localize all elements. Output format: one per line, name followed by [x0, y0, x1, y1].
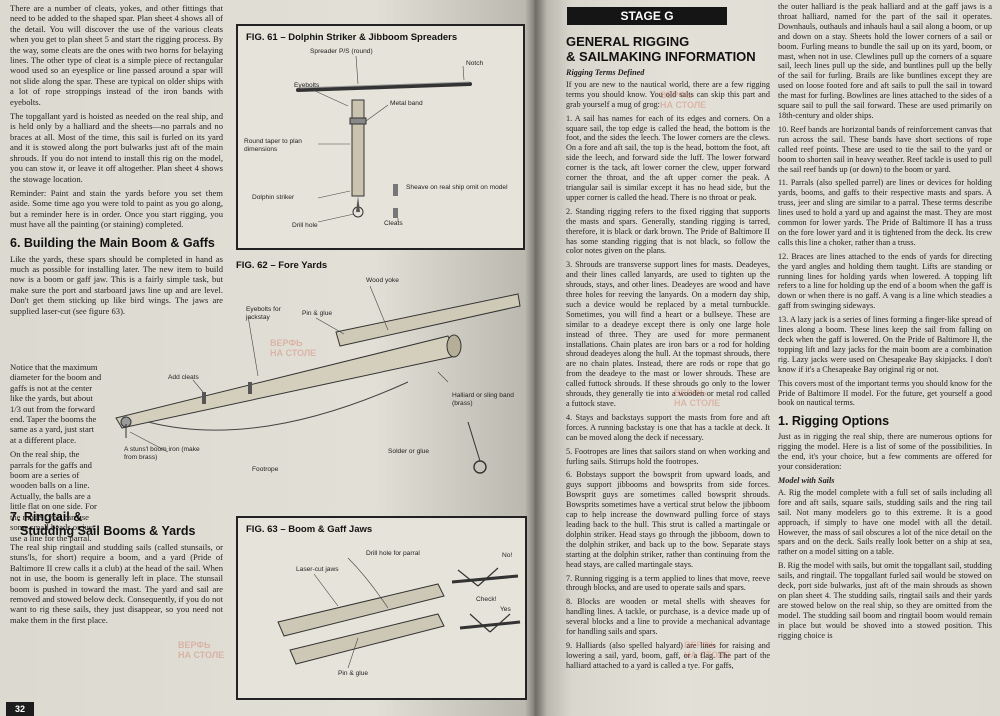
paragraph: 10. Reef bands are horizontal bands of r… — [778, 124, 992, 174]
fig61-label-sheave: Sheave on real ship omit on model — [406, 184, 508, 191]
fig62-label-solder: Solder or glue — [388, 448, 430, 455]
fig61-label-eyebolts: Eyebolts — [294, 82, 320, 89]
paragraph: 11. Parrals (also spelled parrel) are li… — [778, 178, 992, 247]
fig62-label-add-cleats: Add cleats — [168, 374, 199, 381]
paragraph: 1. A sail has names for each of its edge… — [566, 113, 770, 202]
section-heading-6: 6. Building the Main Boom & Gaffs — [10, 235, 215, 250]
paragraph: This covers most of the important terms … — [778, 378, 992, 408]
fig63-label-no: No! — [502, 552, 513, 559]
fig61-label-drill-hole: Drill hole — [292, 222, 318, 229]
paragraph: 8. Blocks are wooden or metal shells wit… — [566, 597, 770, 637]
fig63-label-drill-hole: Drill hole for parral — [366, 550, 420, 557]
paragraph: Notice that the maximum diameter for the… — [10, 362, 102, 445]
paragraph: B. Rig the model with sails, but omit th… — [778, 561, 992, 640]
left-column-section7: 7. Ringtail & Studding Sail Booms & Yard… — [10, 510, 223, 629]
paragraph: There are a number of cleats, yokes, and… — [10, 3, 223, 107]
chapter-heading: GENERAL RIGGING & SAILMAKING INFORMATION — [566, 34, 756, 64]
fig62-label-stunsl-iron: A stuns'l boom iron (make from brass) — [124, 446, 200, 461]
section-heading-7: 7. Ringtail & Studding Sail Booms & Yard… — [10, 510, 223, 538]
paragraph: A. Rig the model complete with a full se… — [778, 487, 992, 557]
paragraph: If you are new to the nautical world, th… — [566, 79, 770, 109]
left-column-text-narrow: Notice that the maximum diameter for the… — [10, 362, 102, 547]
figure-62-drawing — [115, 285, 521, 474]
section-heading-rigging-options: 1. Rigging Options — [778, 414, 890, 429]
fig61-label-round-taper: Round taper to plan dimensions — [244, 138, 302, 153]
paragraph: 5. Footropes are lines that sailors stan… — [566, 446, 770, 466]
paragraph: 7. Running rigging is a term applied to … — [566, 573, 770, 593]
figure-62 — [108, 272, 528, 482]
fig63-label-check: Check! — [476, 596, 497, 603]
section-heading-7-line2: Studding Sail Booms & Yards — [20, 524, 196, 538]
fig63-label-pin-glue: Pin & glue — [338, 670, 369, 677]
paragraph: Reminder: Paint and stain the yards befo… — [10, 187, 223, 230]
right-page: STAGE G GENERAL RIGGING & SAILMAKING INF… — [534, 0, 1000, 716]
fig62-label-footrope: Footrope — [252, 466, 279, 473]
right-middle-column: GENERAL RIGGING & SAILMAKING INFORMATION… — [566, 34, 770, 675]
paragraph: 2. Standing rigging refers to the fixed … — [566, 206, 770, 256]
fig61-label-dolphin-striker: Dolphin striker — [252, 194, 295, 201]
paragraph: 12. Braces are lines attached to the end… — [778, 251, 992, 311]
figure-62-title: FIG. 62 – Fore Yards — [236, 260, 328, 271]
fig61-label-metal-band: Metal band — [390, 100, 423, 107]
fig62-label-eyebolts-jackstay: Eyebolts for jackstay — [246, 306, 281, 321]
paragraph: The topgallant yard is hoisted as needed… — [10, 111, 223, 184]
paragraph: Like the yards, these spars should be co… — [10, 253, 223, 316]
figure-63-title: FIG. 63 – Boom & Gaff Jaws — [246, 524, 373, 535]
fig61-label-notch: Notch — [466, 60, 484, 67]
subheading-model-sails: Model with Sails — [778, 475, 835, 485]
figure-61: FIG. 61 – Dolphin Striker & Jibboom Spre… — [236, 24, 525, 250]
stage-banner: STAGE G — [567, 7, 727, 25]
figure-63-drawing — [277, 557, 521, 669]
paragraph: The real ship ringtail and studding sail… — [10, 542, 223, 625]
fig61-label-spreader: Spreader P/S (round) — [310, 48, 373, 55]
page-number: 32 — [6, 702, 34, 716]
fig63-label-yes: Yes — [500, 606, 511, 613]
paragraph: 9. Halliards (also spelled halyard) are … — [566, 640, 770, 670]
paragraph: On the real ship, the parrals for the ga… — [10, 449, 97, 543]
figure-61-title: FIG. 61 – Dolphin Striker & Jibboom Spre… — [246, 32, 458, 43]
fig61-label-cleats: Cleats — [384, 220, 403, 227]
right-right-column: the outer halliard is the peak halliard … — [778, 2, 992, 644]
fig62-label-pin-glue: Pin & glue — [302, 310, 333, 317]
figure-61-drawing — [296, 55, 472, 223]
section-heading-7-line1: 7. Ringtail & — [10, 510, 83, 524]
fig63-label-laser-cut: Laser-cut jaws — [296, 566, 339, 573]
subheading-terms: Rigging Terms Defined — [566, 68, 645, 77]
figure-63: FIG. 63 – Boom & Gaff Jaws Drill hole fo… — [236, 516, 527, 700]
paragraph: the outer halliard is the peak halliard … — [778, 2, 992, 120]
paragraph: 13. A lazy jack is a series of lines for… — [778, 315, 992, 374]
book-gutter — [525, 0, 547, 716]
fig62-label-halliard: Halliard or sling band (brass) — [452, 392, 514, 407]
left-column-text: There are a number of cleats, yokes, and… — [10, 3, 223, 320]
left-page: There are a number of cleats, yokes, and… — [0, 0, 534, 716]
paragraph: 3. Shrouds are transverse support lines … — [566, 260, 770, 408]
paragraph: 6. Bobstays support the bowsprit from up… — [566, 470, 770, 569]
fig62-label-wood-yoke: Wood yoke — [366, 277, 399, 284]
paragraph: 4. Stays and backstays support the masts… — [566, 412, 770, 442]
paragraph: Just as in rigging the real ship, there … — [778, 432, 992, 472]
